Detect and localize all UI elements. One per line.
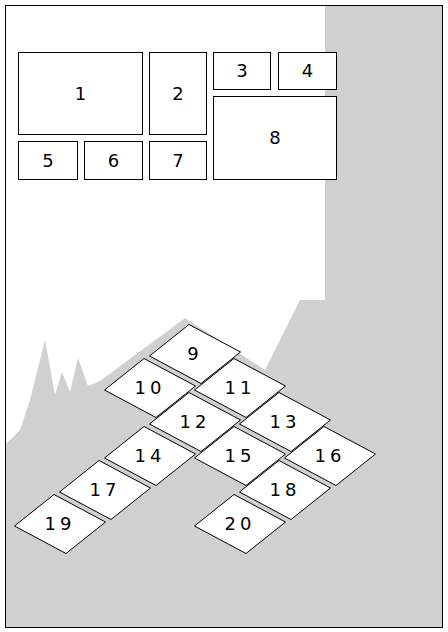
diamond-shape: [15, 495, 106, 554]
panel-number: 1: [75, 85, 86, 103]
panel-box: 8: [213, 96, 337, 180]
panel-number: 16: [315, 447, 346, 465]
panel-number: 19: [45, 515, 76, 533]
diamond-panel: 19: [14, 494, 106, 554]
panel-box: 3: [213, 52, 271, 90]
panel-number: 6: [108, 152, 119, 170]
panel-box: 5: [18, 141, 78, 180]
panel-number: 7: [172, 152, 183, 170]
panel-number: 20: [225, 515, 256, 533]
panel-number: 17: [90, 481, 121, 499]
panel-box: 7: [149, 141, 207, 180]
panel-box: 2: [149, 52, 207, 135]
panel-number: 12: [180, 413, 211, 431]
panel-number: 3: [236, 62, 247, 80]
panel-number: 13: [270, 413, 301, 431]
panel-number: 14: [135, 447, 166, 465]
panel-number: 2: [172, 85, 183, 103]
panel-number: 15: [225, 447, 256, 465]
panel-box: 6: [84, 141, 143, 180]
building-silhouette: [5, 5, 443, 628]
panel-box: 1: [18, 52, 143, 135]
panel-number: 9: [187, 345, 202, 363]
panel-number: 18: [270, 481, 301, 499]
panel-number: 4: [302, 62, 313, 80]
panel-number: 5: [42, 152, 53, 170]
panel-number: 8: [269, 129, 280, 147]
diamond-shape: [195, 495, 286, 554]
diamond-panel: 20: [194, 494, 286, 554]
panel-box: 4: [278, 52, 337, 90]
panel-number: 11: [225, 379, 256, 397]
page-frame: [6, 6, 443, 628]
panel-number: 10: [135, 379, 166, 397]
